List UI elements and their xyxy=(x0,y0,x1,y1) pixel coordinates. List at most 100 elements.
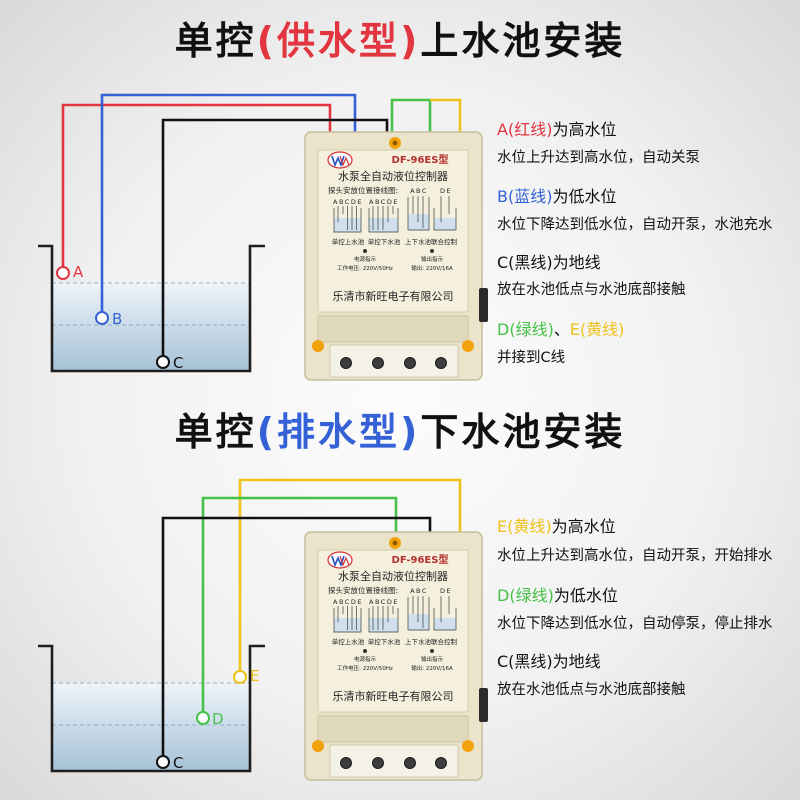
title-tail: 上水池安装 xyxy=(420,19,626,63)
controller-device-upper: DF-96ES型 水泵全自动液位控制器 探头安放位置接线图: ABCDE ABC… xyxy=(304,131,488,381)
title-tail: 下水池安装 xyxy=(420,410,626,454)
legend-d-wire: D(绿线) xyxy=(497,586,554,605)
terminal-block xyxy=(329,744,459,778)
power-indicator-label: 电源指示 xyxy=(354,655,377,663)
legend-a-wire: A(红线) xyxy=(497,120,553,139)
legend-e-heading: E(黄线)为高水位 xyxy=(497,516,616,538)
probe-a-label: A xyxy=(73,263,84,281)
legend-d-description: 水位下降达到低水位，自动停泵，停止排水 xyxy=(497,616,773,632)
legend-c-wire: C(黑线) xyxy=(497,253,553,272)
side-clip-right xyxy=(462,740,474,752)
title-lead: 单控 xyxy=(174,19,257,63)
legend-c-description: 放在水池低点与水池底部接触 xyxy=(497,282,686,298)
manufacturer-label: 乐清市新旺电子有限公司 xyxy=(333,289,454,303)
manufacturer-label: 乐清市新旺电子有限公司 xyxy=(333,689,454,703)
brand-logo xyxy=(327,151,353,169)
mode-lower-label: 单控下水池 xyxy=(368,237,401,246)
legend-b-wire: B(蓝线) xyxy=(497,187,553,206)
mini-diagram-lower-tank xyxy=(368,606,399,633)
wire-e-yellow xyxy=(430,98,462,140)
upper-tank xyxy=(38,244,265,373)
mini-diagram-combined xyxy=(407,596,457,631)
output-indicator-label: 输出指示 xyxy=(421,255,444,263)
wire-c-black xyxy=(161,118,389,356)
mount-hole-center xyxy=(392,140,398,146)
output-led xyxy=(430,649,434,653)
power-indicator-label: 电源指示 xyxy=(354,255,377,263)
wiring-diagram-title: 探头安放位置接线图: xyxy=(328,185,398,195)
working-voltage-label: 工作电压: 220V/50Hz xyxy=(337,264,393,272)
title-type: (排水型) xyxy=(256,410,421,454)
legend-de-description: 并接到C线 xyxy=(497,350,566,366)
terminal-block xyxy=(329,344,459,378)
legend-e-role: 为高水位 xyxy=(551,517,616,536)
probe-e xyxy=(233,670,247,684)
mode-lower-label: 单控下水池 xyxy=(368,637,401,646)
probe-c-label: C xyxy=(173,354,183,372)
probe-c-label: C xyxy=(173,754,183,772)
legend-a-heading: A(红线)为高水位 xyxy=(497,119,616,141)
device-lower-band xyxy=(317,315,469,343)
probe-letters-right-a: ABC xyxy=(410,187,428,195)
probe-letters-middle: ABCDE xyxy=(369,198,399,206)
output-rating-label: 输出: 220V/16A xyxy=(411,664,453,672)
legend-b-heading: B(蓝线)为低水位 xyxy=(497,186,616,208)
legend-e-description: 水位上升达到高水位，自动开泵，开始排水 xyxy=(497,548,773,564)
mode-upper-label: 单控上水池 xyxy=(332,237,365,246)
upper-install-title: 单控(供水型)上水池安装 xyxy=(0,18,800,64)
output-rating-label: 输出: 220V/16A xyxy=(411,264,453,272)
upper-tank-wall xyxy=(38,244,265,373)
upper-probes: A B C xyxy=(56,263,183,372)
mode-upper-label: 单控上水池 xyxy=(332,637,365,646)
mount-hole-center xyxy=(392,540,398,546)
side-clip-left xyxy=(312,340,324,352)
probe-letters-right-b: DE xyxy=(440,587,452,595)
legend-e-wire: E(黄线) xyxy=(497,517,552,536)
legend-c-role: 为地线 xyxy=(552,652,601,671)
brand-logo xyxy=(327,551,353,569)
legend-a-role: 为高水位 xyxy=(552,120,617,139)
legend-b-role: 为低水位 xyxy=(552,187,617,206)
probe-d-label: D xyxy=(212,710,224,728)
probe-d xyxy=(196,711,210,725)
power-led xyxy=(363,649,367,653)
legend-c-wire: C(黑线) xyxy=(497,652,553,671)
legend-c-heading: C(黑线)为地线 xyxy=(497,651,601,673)
legend-b-description: 水位下降达到低水位，自动开泵，水池充水 xyxy=(497,217,773,233)
legend-separator: 、 xyxy=(553,320,570,339)
legend-c-description: 放在水池低点与水池底部接触 xyxy=(497,682,686,698)
legend-de-heading: D(绿线)、E(黄线) xyxy=(497,319,624,341)
legend-d-heading: D(绿线)为低水位 xyxy=(497,585,618,607)
wire-a-red xyxy=(61,103,332,267)
legend-e-wire: E(黄线) xyxy=(569,320,625,339)
lower-probes: E D C xyxy=(156,667,259,772)
wiring-diagram-title: 探头安放位置接线图: xyxy=(328,585,398,595)
wire-e-yellow xyxy=(238,478,462,671)
output-indicator-label: 输出指示 xyxy=(421,655,444,663)
terminal-screws xyxy=(340,357,447,369)
probe-b xyxy=(95,311,109,325)
probe-c xyxy=(156,755,170,769)
lower-tank xyxy=(38,644,265,773)
probe-letters-right-a: ABC xyxy=(410,587,428,595)
mode-combined-label: 上下水池联合控制 xyxy=(405,237,458,246)
device-name: 水泵全自动液位控制器 xyxy=(338,169,448,183)
device-name: 水泵全自动液位控制器 xyxy=(338,569,448,583)
legend-c-heading: C(黑线)为地线 xyxy=(497,252,601,274)
power-led xyxy=(363,249,367,253)
wire-c-black xyxy=(161,516,432,756)
wire-d-green xyxy=(390,98,432,140)
controller-device-lower: DF-96ES型 水泵全自动液位控制器 探头安放位置接线图: ABCDE ABC… xyxy=(304,531,488,781)
legend-a-description: 水位上升达到高水位，自动关泵 xyxy=(497,150,700,166)
terminal-screws xyxy=(340,757,447,769)
upper-tank-water xyxy=(52,283,250,371)
side-clip-left xyxy=(312,740,324,752)
probe-c xyxy=(156,355,170,369)
probe-e-label: E xyxy=(250,667,259,685)
probe-letters-right-b: DE xyxy=(440,187,452,195)
din-rail-clip xyxy=(479,288,488,322)
mini-diagram-upper-tank xyxy=(333,206,362,233)
lower-install-title: 单控(排水型)下水池安装 xyxy=(0,409,800,455)
